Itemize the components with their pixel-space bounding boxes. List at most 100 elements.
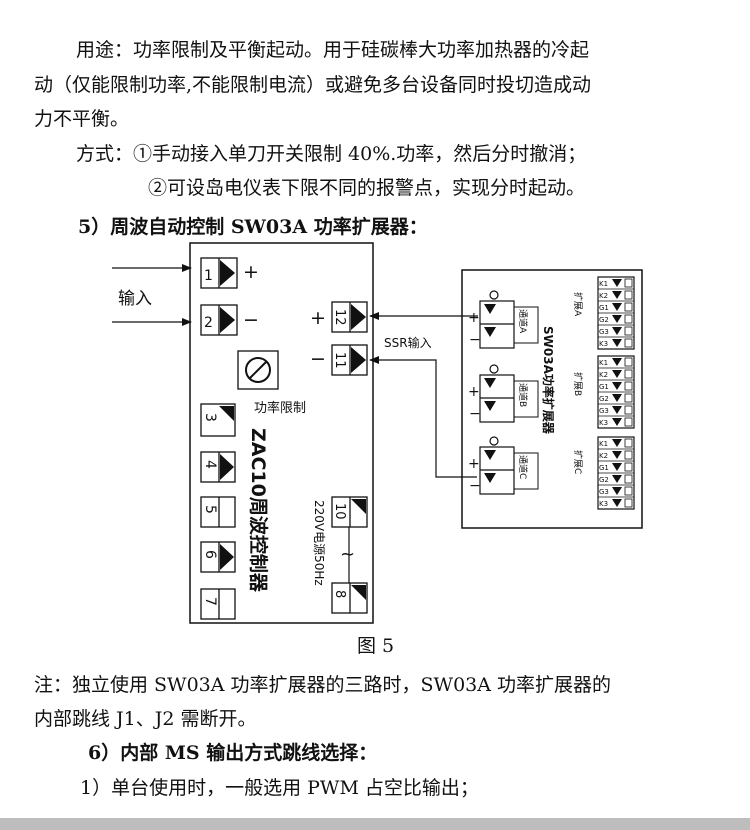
expansion-pin-arrow xyxy=(612,303,622,311)
ssr-wire-minus-c xyxy=(369,356,477,478)
expansion-pin-label: K3 xyxy=(599,500,608,508)
expansion-pin-arrow xyxy=(612,291,622,299)
expansion-pin-arrow xyxy=(612,439,622,447)
expander-name: SW03A功率扩展器 xyxy=(541,326,556,435)
expansion-pin-arrow xyxy=(612,279,622,287)
power-supply-label: 220V电源50Hz xyxy=(312,500,326,586)
terminal-4: 4 xyxy=(200,451,236,483)
expansion-pin-screw xyxy=(624,486,633,496)
expansion-pin-arrow xyxy=(612,339,622,347)
input-plus-sign: + xyxy=(243,261,259,283)
usage-line-1: 用途：功率限制及平衡起动。用于硅碳棒大功率加热器的冷起 xyxy=(76,39,590,61)
expansion-pin-screw xyxy=(624,357,633,367)
channel-b-label: 通道B xyxy=(517,383,529,407)
expansion-pin-label: G1 xyxy=(599,383,609,391)
figure-caption: 图 5 xyxy=(357,635,395,657)
expansion-pin-screw xyxy=(624,498,633,508)
terminal-3-label: 3 xyxy=(202,413,218,422)
terminal-5-label: 5 xyxy=(202,505,218,514)
expansion-pin-label: K2 xyxy=(599,371,608,379)
terminal-8: 8 xyxy=(331,582,368,614)
expansion-pin-arrow xyxy=(612,358,622,366)
expansion-pin-arrow xyxy=(612,418,622,426)
expansion-pin-arrow xyxy=(612,315,622,323)
expander-box xyxy=(461,269,643,529)
expansion-pin-screw xyxy=(624,405,633,415)
expansion-pin-arrow xyxy=(612,394,622,402)
channel-a-label: 通道A xyxy=(517,309,529,334)
terminal-10-label: 10 xyxy=(332,503,347,520)
expansion-pin-arrow xyxy=(612,327,622,335)
expansion-pin-arrow xyxy=(612,499,622,507)
expansion-pin-label: G2 xyxy=(599,395,609,403)
note-line-1: 注：独立使用 SW03A 功率扩展器的三路时，SW03A 功率扩展器的 xyxy=(34,674,612,696)
expansion-pin-screw xyxy=(624,393,633,403)
terminal-3: 3 xyxy=(200,403,236,437)
page-bottom-border xyxy=(0,818,750,830)
terminal-11-label: 11 xyxy=(332,352,347,369)
power-limit-knob xyxy=(237,350,279,390)
power-limit-label: 功率限制 xyxy=(254,400,306,416)
input-minus-sign: − xyxy=(243,309,259,331)
expansion-pin-screw xyxy=(624,290,633,300)
expansion-pin-screw xyxy=(624,302,633,312)
expansion-pin-label: G3 xyxy=(599,488,609,496)
usage-line-3: 力不平衡。 xyxy=(34,108,130,130)
terminal-5: 5 xyxy=(200,496,236,528)
expansion-pin-screw xyxy=(624,438,633,448)
expansion-pin-label: K2 xyxy=(599,452,608,460)
method-line-2: ②可设岛电仪表下限不同的报警点，实现分时起动。 xyxy=(148,177,586,199)
expansion-pin-label: G2 xyxy=(599,476,609,484)
channel-c-plus: + xyxy=(468,456,480,472)
expansion-pin-label: G1 xyxy=(599,304,609,312)
section-5-heading: 5）周波自动控制 SW03A 功率扩展器： xyxy=(78,216,428,238)
expansion-pin-label: K1 xyxy=(599,440,608,448)
channel-b-terminals: 通道B xyxy=(479,364,539,423)
terminal-1-label: 1 xyxy=(204,268,213,284)
terminal-12: 12 xyxy=(331,301,368,333)
expansion-pin-label: G1 xyxy=(599,464,609,472)
ssr-minus-sign: − xyxy=(310,348,326,370)
expansion-pin-arrow xyxy=(612,382,622,390)
expansion-pin-arrow xyxy=(612,487,622,495)
input-label: 输入 xyxy=(118,289,152,309)
ssr-plus-sign: + xyxy=(310,307,326,329)
expansion-pin-screw xyxy=(624,326,633,336)
note-line-2: 内部跳线 J1、J2 需断开。 xyxy=(34,708,257,730)
terminal-11: 11 xyxy=(331,344,368,376)
expansion-pin-arrow xyxy=(612,370,622,378)
terminal-8-label: 8 xyxy=(332,590,347,598)
expansion-group-b-label: 扩展B xyxy=(572,372,584,396)
expansion-pin-screw xyxy=(624,381,633,391)
expansion-pin-label: G2 xyxy=(599,316,609,324)
expansion-group-a-label: 扩展A xyxy=(572,292,584,317)
expansion-pin-label: K1 xyxy=(599,280,608,288)
channel-a-terminals: 通道A xyxy=(479,290,539,349)
terminal-7-label: 7 xyxy=(202,597,218,606)
expansion-pin-screw xyxy=(624,278,633,288)
expansion-pin-label: K2 xyxy=(599,292,608,300)
terminal-1: 1 xyxy=(200,257,238,289)
terminal-2: 2 xyxy=(200,304,238,336)
item-1-text: 1）单台使用时，一般选用 PWM 占空比输出； xyxy=(80,777,479,799)
channel-c-terminals: 通道C xyxy=(479,436,539,495)
channel-c-minus: − xyxy=(469,478,481,494)
expansion-pin-screw xyxy=(624,369,633,379)
expansion-pin-screw xyxy=(624,462,633,472)
terminal-7: 7 xyxy=(200,588,236,620)
method-line-1: 方式：①手动接入单刀开关限制 40%.功率，然后分时撤消； xyxy=(76,143,587,165)
expansion-pin-screw xyxy=(624,338,633,348)
expansion-pin-arrow xyxy=(612,451,622,459)
channel-c-label: 通道C xyxy=(517,455,529,479)
terminal-2-label: 2 xyxy=(204,315,213,331)
terminal-12-label: 12 xyxy=(332,309,347,326)
controller-name: ZAC10周波控制器 xyxy=(247,428,270,593)
terminal-10: 10 xyxy=(331,496,368,528)
section-6-heading: 6）内部 MS 输出方式跳线选择： xyxy=(88,742,378,764)
channel-b-minus: − xyxy=(469,406,481,422)
expansion-pin-screw xyxy=(624,314,633,324)
